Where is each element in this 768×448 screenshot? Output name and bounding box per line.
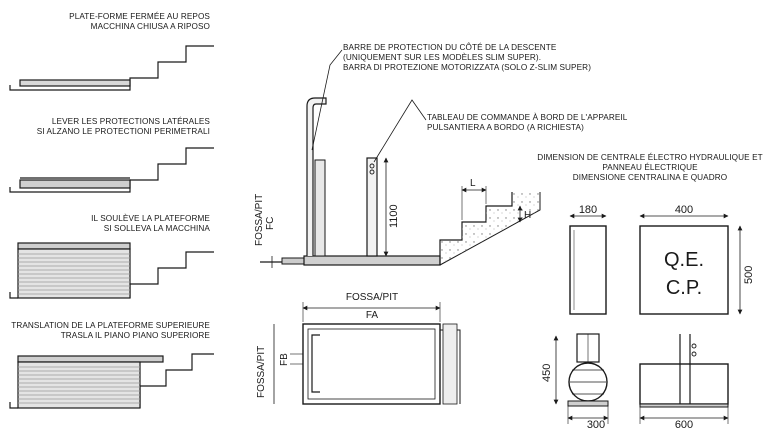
protection-barrier bbox=[306, 97, 327, 256]
step-4-bellows-folds bbox=[18, 366, 140, 404]
step-3-figure bbox=[9, 242, 214, 299]
step-1-line-it: MACCHINA CHIUSA A RIPOSO bbox=[90, 22, 210, 31]
step-2-line-fr: LEVER LES PROTECTIONS LATÉRALES bbox=[51, 117, 210, 126]
step-4-figure bbox=[9, 353, 214, 409]
step-3-line-fr: IL SOULÈVE LA PLATEFORME bbox=[91, 214, 210, 223]
elevation-platform bbox=[303, 255, 441, 266]
dim-500-label: 500 bbox=[743, 266, 755, 284]
dim-l-label: L bbox=[470, 178, 476, 189]
control-column bbox=[366, 157, 378, 257]
step-2-caption: LEVER LES PROTECTIONS LATÉRALES SI ALZAN… bbox=[37, 117, 210, 137]
panel-label-qe: Q.E. bbox=[664, 249, 704, 271]
central-side-box bbox=[569, 225, 607, 315]
step-3-stairs bbox=[129, 251, 214, 298]
step-2-figure bbox=[9, 147, 214, 193]
step-3-caption: IL SOULÈVE LA PLATEFORME SI SOLLEVA LA M… bbox=[91, 214, 210, 234]
dim-450-label: 450 bbox=[541, 364, 553, 382]
central-unit-side bbox=[553, 333, 609, 424]
step-1-stairs bbox=[9, 45, 214, 91]
barrier-callout: BARRE DE PROTECTION DU CÔTÉ DE LA DESCEN… bbox=[343, 43, 592, 72]
step-1-figure bbox=[9, 45, 214, 91]
control-panel-callout: TABLEAU DE COMMANDE À BORD DE L'APPAREIL… bbox=[427, 113, 628, 132]
step-4-line-fr: TRANSLATION DE LA PLATEFORME SUPERIEURE bbox=[11, 321, 210, 330]
tank-box bbox=[639, 363, 729, 405]
step-3-top-plate bbox=[17, 242, 131, 250]
step-4-floor-left bbox=[9, 402, 18, 409]
dim-1100-label: 1100 bbox=[388, 204, 400, 228]
step-4-bellows bbox=[17, 361, 141, 409]
dim-180-label: 180 bbox=[579, 204, 597, 216]
dim-fa-label-a: FOSSA/PIT bbox=[346, 292, 398, 303]
dim-fb-label-b: FB bbox=[279, 353, 290, 366]
step-1-caption: PLATE-FORME FERMÉE AU REPOS MACCHINA CHI… bbox=[69, 12, 210, 32]
step-1-platform bbox=[19, 79, 131, 87]
dim-600-label: 600 bbox=[675, 419, 693, 431]
step-3-floor-left bbox=[9, 292, 18, 299]
step-1-line-fr: PLATE-FORME FERMÉE AU REPOS bbox=[69, 12, 210, 21]
control-button-2 bbox=[369, 169, 375, 175]
panel-box bbox=[639, 225, 729, 315]
step-4-caption: TRANSLATION DE LA PLATEFORME SUPERIEURE … bbox=[11, 321, 210, 341]
dim-400-label: 400 bbox=[675, 204, 693, 216]
central-unit-front bbox=[569, 213, 607, 315]
dim-fc-label-a: FOSSA/PIT bbox=[254, 194, 265, 246]
central-dimension-caption: DIMENSION DE CENTRALE ÉLECTRO HYDRAULIQU… bbox=[537, 153, 763, 182]
step-2-line-it: SI ALZANO LE PROTECTIONI PERIMETRALI bbox=[36, 127, 210, 136]
concrete-fill bbox=[440, 192, 540, 265]
dim-fc-label-b: FC bbox=[265, 217, 276, 230]
step-4-line-it: TRASLA IL PIANO PIANO SUPERIORE bbox=[60, 331, 210, 340]
step-3-bellows-folds bbox=[18, 253, 130, 295]
barrier-leader bbox=[311, 49, 343, 151]
step-3-line-it: SI SOLLEVA LA MACCHINA bbox=[103, 224, 210, 233]
step-3-bellows bbox=[17, 248, 131, 299]
dim-fb-label-a: FOSSA/PIT bbox=[256, 346, 267, 398]
plan-stair-side bbox=[442, 323, 458, 405]
control-button-1 bbox=[369, 163, 375, 169]
central-base bbox=[567, 400, 609, 407]
dim-h-label: H bbox=[524, 210, 531, 221]
electric-panel-front bbox=[639, 213, 743, 315]
plan-barrier bbox=[311, 334, 320, 393]
pit-outline bbox=[302, 323, 441, 405]
step-4-top-plate bbox=[17, 355, 164, 363]
pit-edge-block bbox=[281, 257, 305, 265]
elevation-view bbox=[260, 49, 541, 268]
central-unit-top bbox=[639, 334, 729, 424]
step-2-stairs bbox=[9, 147, 214, 193]
step-2-platform bbox=[19, 179, 131, 189]
plan-view bbox=[273, 302, 461, 405]
dim-300-label: 300 bbox=[587, 419, 605, 431]
platform-plan bbox=[307, 328, 436, 400]
panel-label-cp: C.P. bbox=[666, 277, 702, 299]
control-leader bbox=[373, 99, 427, 163]
dim-fa-label-b: FA bbox=[366, 310, 379, 321]
barrier-lower-part bbox=[314, 159, 326, 257]
